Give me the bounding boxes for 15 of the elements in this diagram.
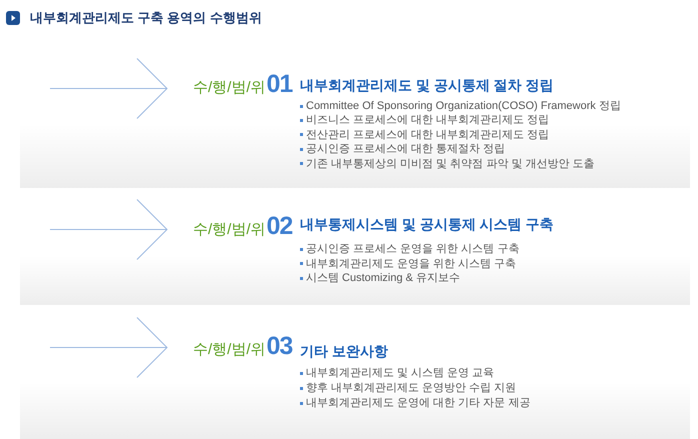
section-heading: 내부회계관리제도 및 공시통제 절차 정립 [300, 76, 554, 94]
list-item: 전산관리 프로세스에 대한 내부회계관리제도 정립 [306, 128, 550, 142]
list-item: 내부회계관리제도 운영에 대한 기타 자문 제공 [306, 396, 530, 410]
list-item: 시스템 Customizing & 유지보수 [306, 271, 460, 285]
list-item: Committee Of Sponsoring Organization(COSO) Framework 정립 [306, 99, 621, 113]
list-item: 비즈니스 프로세스에 대한 내부회계관리제도 정립 [306, 113, 550, 128]
list-item: 내부회계관리제도 운영을 위한 시스템 구축 [306, 256, 516, 270]
list-item: 기존 내부통제상의 미비점 및 취약점 파악 및 개선방안 도출 [306, 156, 594, 171]
section-heading: 기타 보완사항 [300, 342, 388, 360]
list-item: 향후 내부회계관리제도 운영방안 수립 지원 [306, 381, 516, 395]
list-item: 공시인증 프로세스에 대한 통제절차 정립 [306, 142, 506, 156]
page-title: 내부회계관리제도 구축 용역의 수행범위 [30, 9, 262, 27]
list-item: 공시인증 프로세스 운영을 위한 시스템 구축 [306, 242, 520, 256]
section-heading: 내부통제시스템 및 공시통제 시스템 구축 [300, 215, 554, 233]
list-item: 내부회계관리제도 및 시스템 운영 교육 [306, 366, 494, 380]
